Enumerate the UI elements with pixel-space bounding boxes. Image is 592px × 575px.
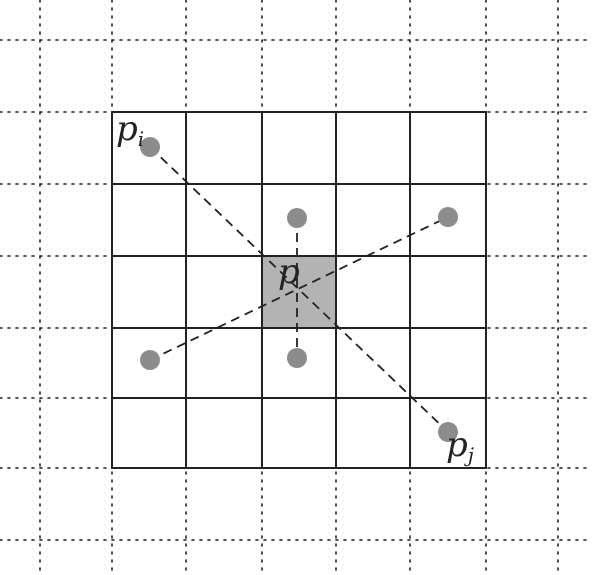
center-cell [262,256,336,328]
label-pi: pi [116,109,144,151]
pair-connections [149,146,449,433]
label-pi-sub: i [138,127,144,151]
point-top [287,208,307,228]
dashed-line-left-right [149,216,449,361]
label-pi-base: p [116,109,138,149]
label-pj: pj [446,425,474,467]
point-bottom [287,348,307,368]
label-p: p [278,252,300,292]
point-pj [438,422,458,442]
points [140,137,458,442]
point-right [438,207,458,227]
inner-solid-grid [111,111,487,469]
grid-border [111,111,487,469]
point-left [140,350,160,370]
label-pj-base: p [446,425,468,465]
label-pj-sub: j [464,443,474,467]
dashed-line-pi-pj [149,146,449,433]
point-pi [140,137,160,157]
